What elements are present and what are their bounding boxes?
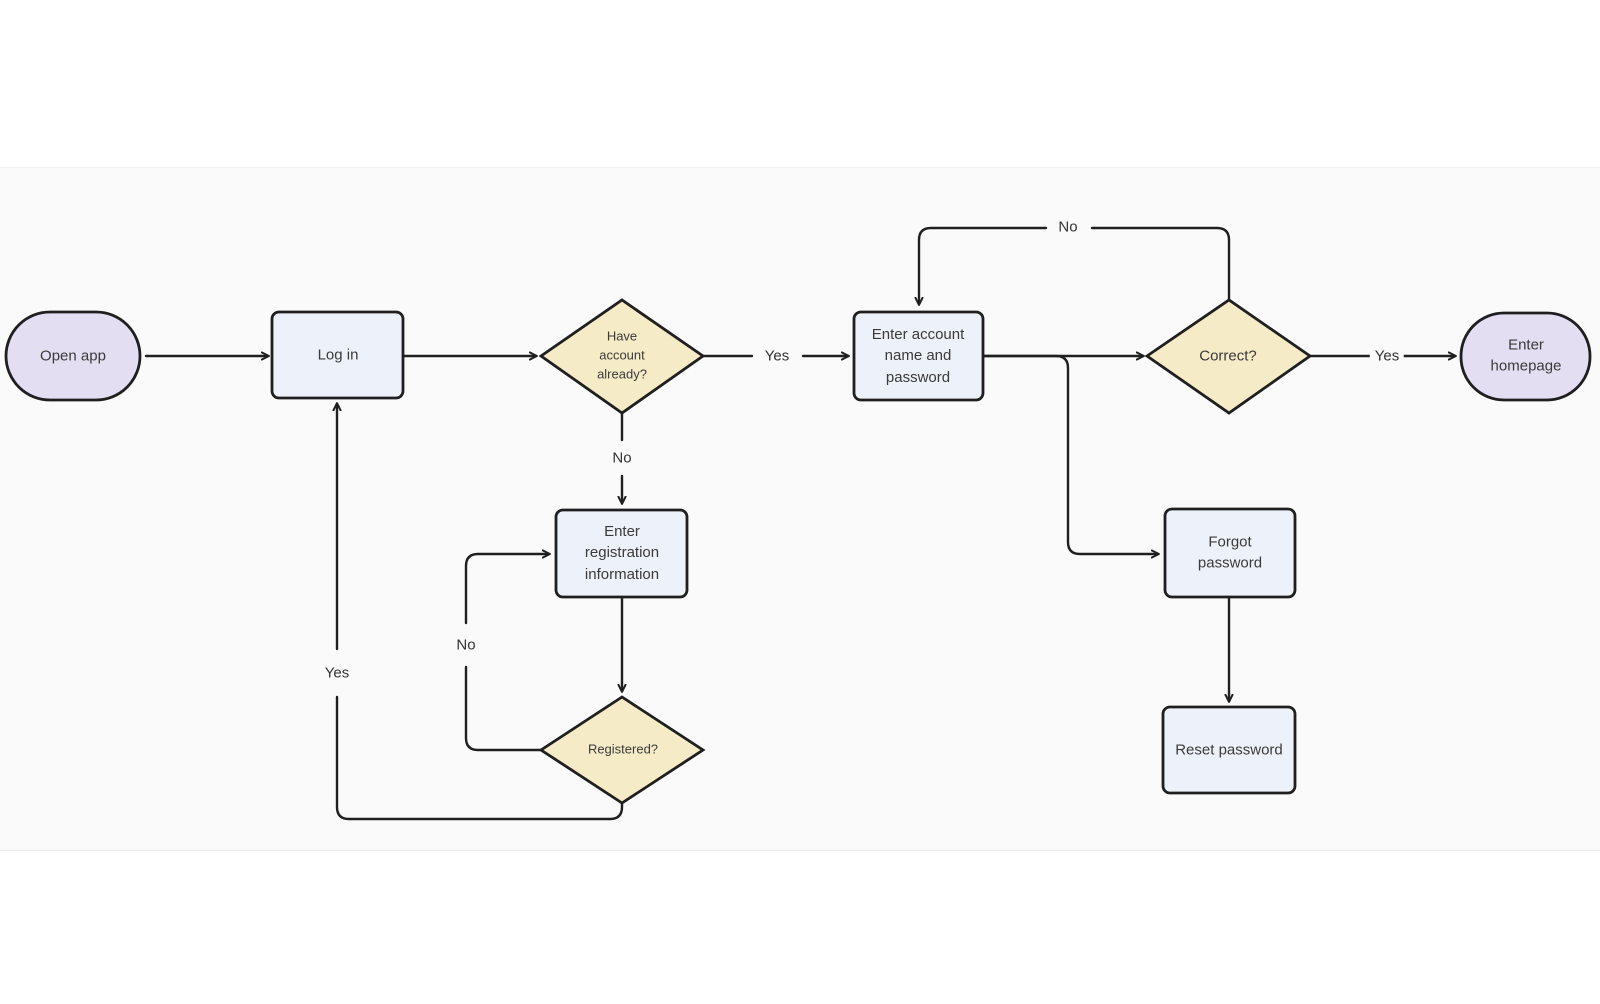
edge-enter-account-to-forgot-password <box>981 354 1158 554</box>
edge-correct-no-loop-segment <box>1090 226 1231 302</box>
edge-layer <box>144 226 1455 821</box>
node-correct <box>1144 298 1313 415</box>
edge-registered-no-arrow <box>464 554 549 625</box>
node-enter-registration <box>554 508 689 599</box>
node-log-in <box>270 310 405 400</box>
node-enter-account <box>852 310 985 402</box>
content-band <box>0 167 1600 851</box>
node-forgot-password <box>1163 507 1297 599</box>
node-reset-password <box>1161 705 1297 795</box>
node-open-app <box>4 310 142 402</box>
edge-registered-yes-segment <box>335 695 624 821</box>
node-enter-homepage <box>1459 311 1592 402</box>
node-registered <box>538 695 706 805</box>
node-layer <box>4 298 1592 805</box>
node-have-account <box>538 298 706 415</box>
edge-correct-no-loop-arrow <box>919 226 1048 304</box>
edge-registered-no-segment <box>464 665 543 752</box>
